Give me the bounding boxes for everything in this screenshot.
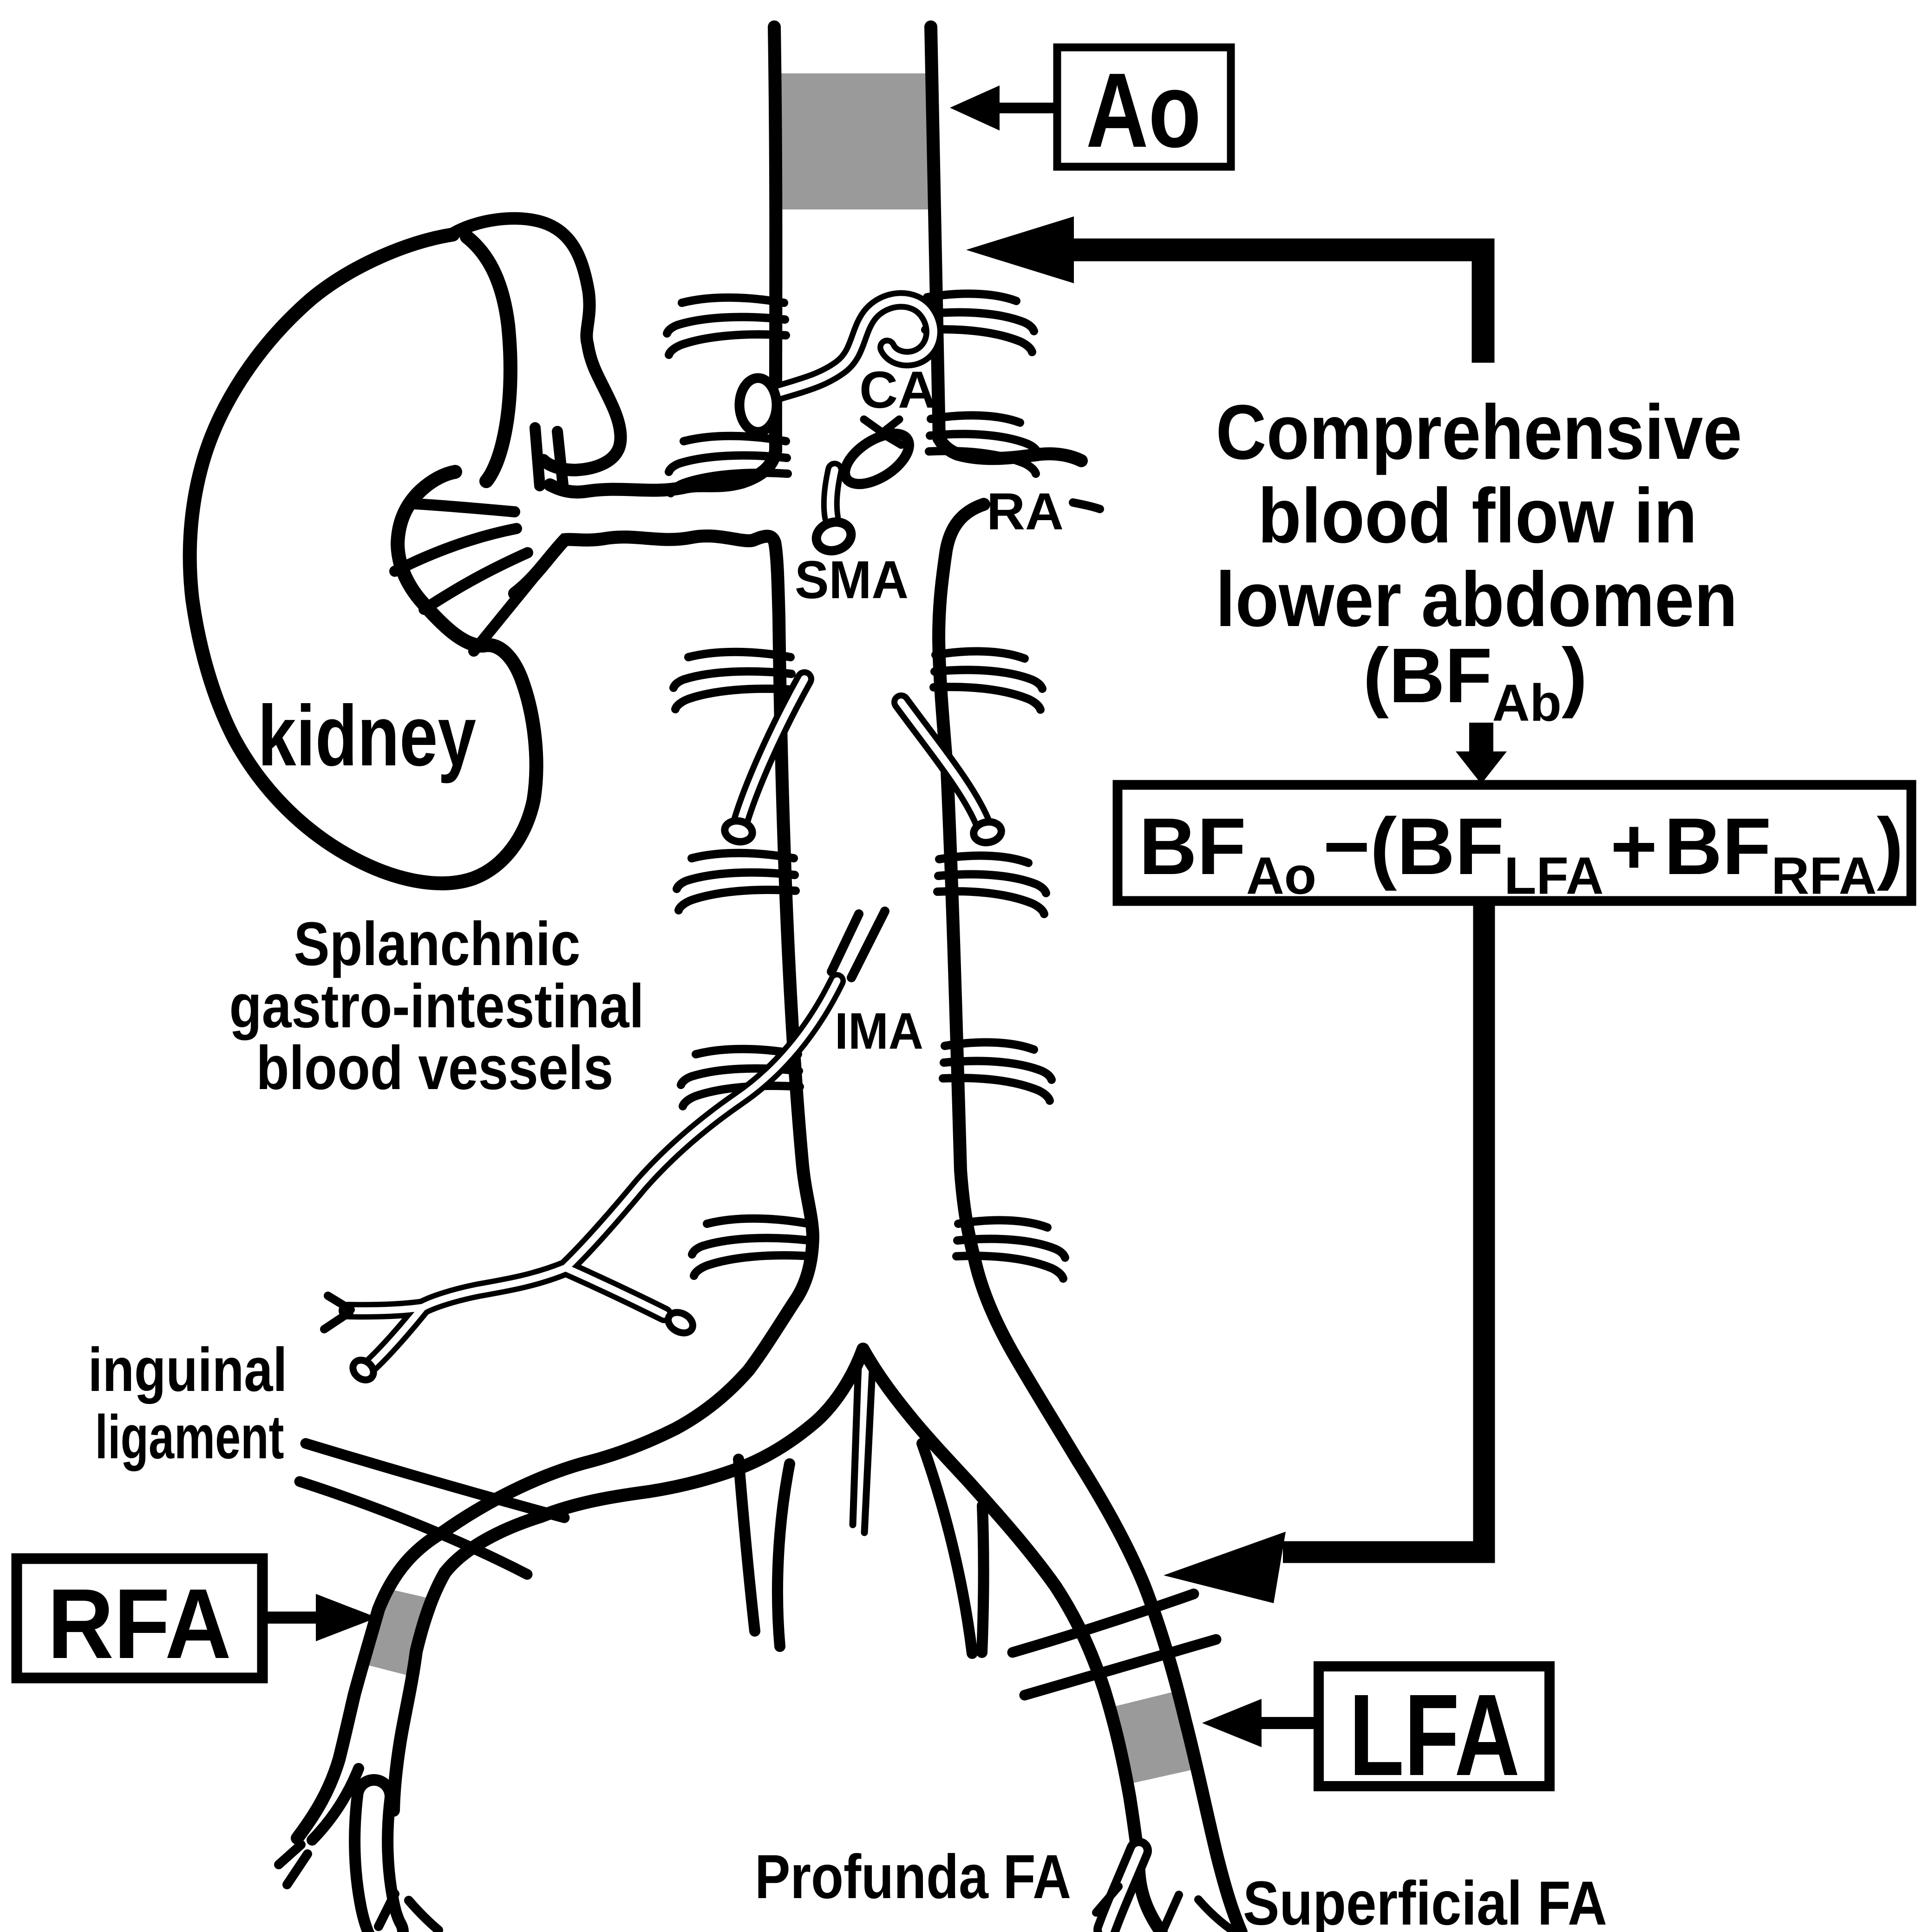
svg-text:LFA: LFA <box>1349 1670 1520 1800</box>
svg-text:blood flow in: blood flow in <box>1258 473 1697 559</box>
svg-text:Ao: Ao <box>1086 52 1201 170</box>
svg-text:inguinal: inguinal <box>88 1336 288 1404</box>
svg-text:blood vessels: blood vessels <box>256 1034 614 1103</box>
svg-text:IMA: IMA <box>835 1003 923 1060</box>
svg-text:BFAo −(BFLFA + BFRFA): BFAo −(BFLFA + BFRFA) <box>1139 801 1903 905</box>
svg-text:SMA: SMA <box>795 550 909 610</box>
svg-text:lower abdomen: lower abdomen <box>1216 556 1738 643</box>
svg-text:Superficial FA: Superficial FA <box>1243 1869 1607 1932</box>
svg-text:(BFAb): (BFAb) <box>1363 633 1587 732</box>
svg-text:gastro-intestinal: gastro-intestinal <box>229 972 644 1041</box>
svg-text:Profunda FA: Profunda FA <box>755 1842 1071 1912</box>
svg-text:RA: RA <box>987 483 1064 541</box>
svg-text:ligament: ligament <box>95 1403 284 1472</box>
svg-text:CA: CA <box>859 361 936 419</box>
svg-text:Comprehensive: Comprehensive <box>1216 389 1742 476</box>
svg-text:kidney: kidney <box>258 688 476 784</box>
svg-text:Splanchnic: Splanchnic <box>294 910 581 979</box>
svg-text:RFA: RFA <box>47 1568 231 1679</box>
